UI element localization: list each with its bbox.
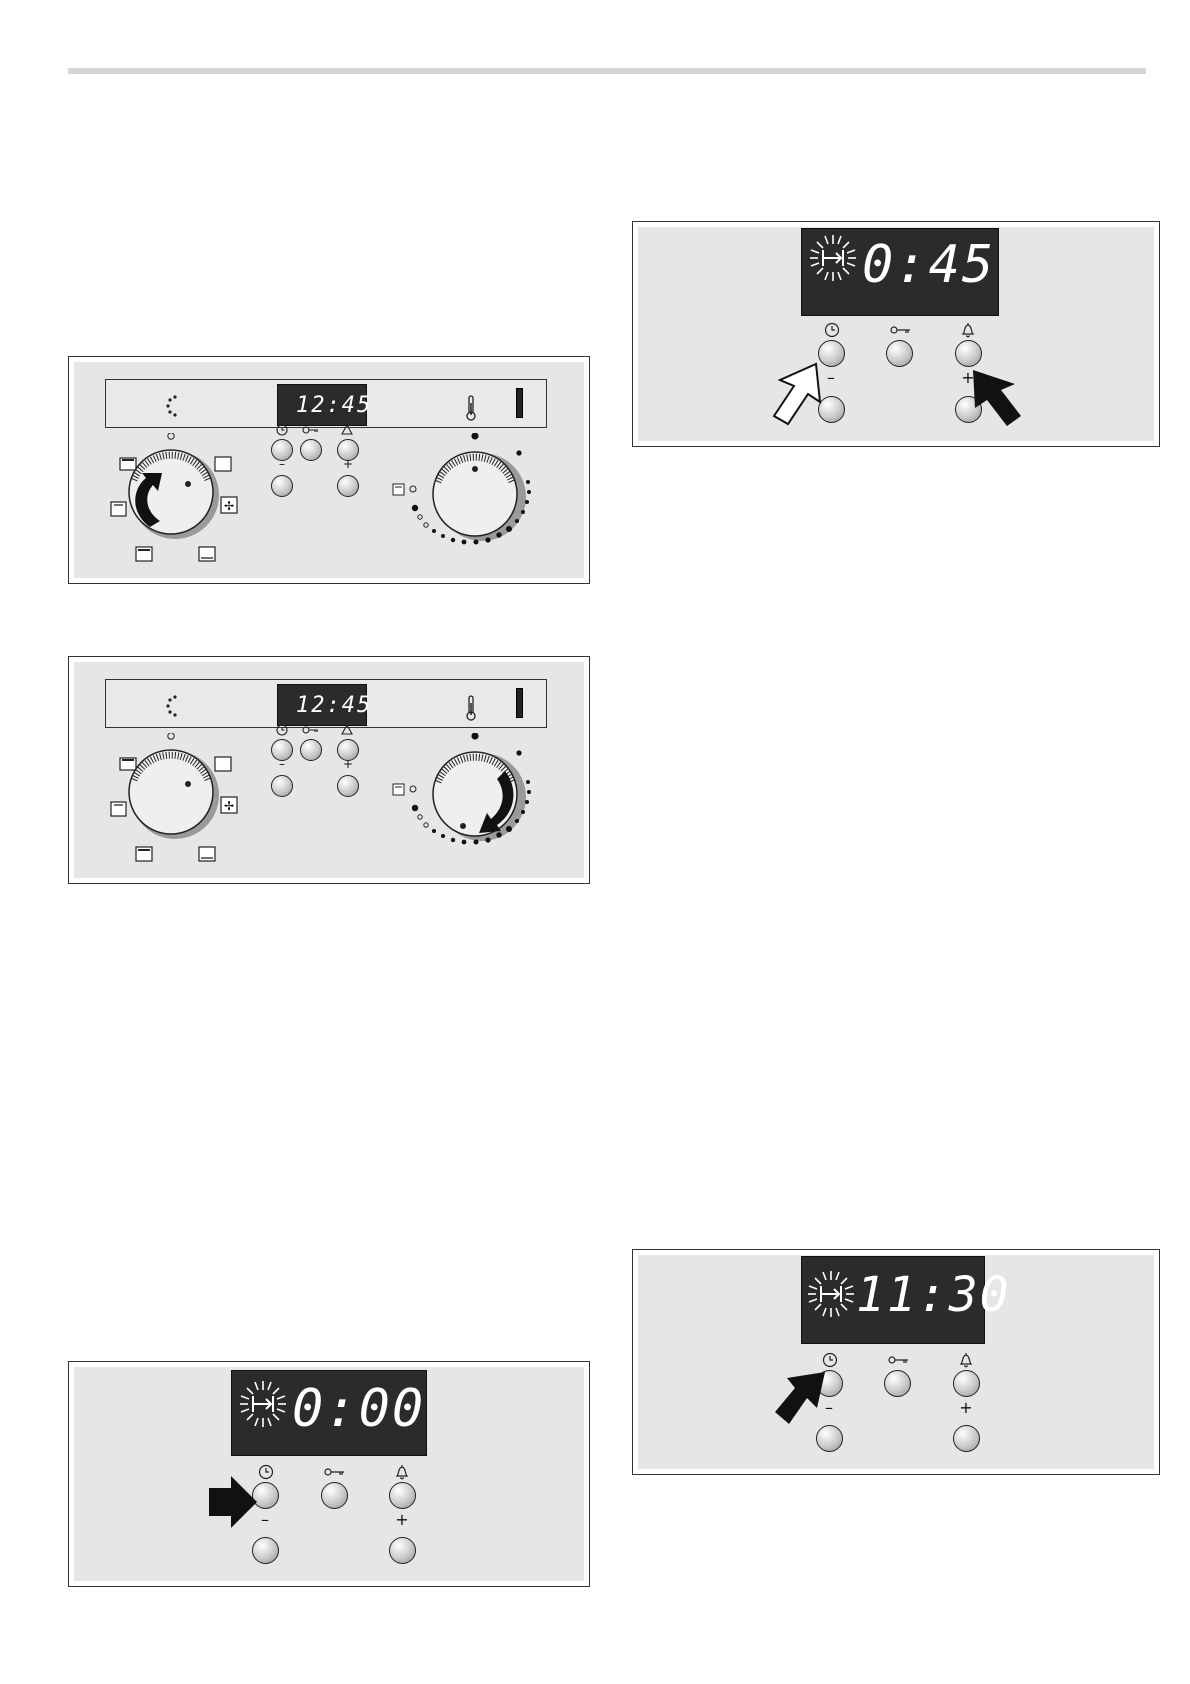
- time-display: 11:30: [856, 1267, 1011, 1323]
- key-icon: [323, 1467, 347, 1479]
- plus-button[interactable]: [953, 1425, 980, 1452]
- heat-indicator: [516, 388, 523, 418]
- svg-text:✢: ✢: [224, 799, 234, 813]
- function-selector-knob[interactable]: ✢: [104, 433, 254, 573]
- time-display: 12:45: [296, 693, 372, 718]
- bell-icon: [959, 322, 977, 341]
- thermometer-icon: [465, 695, 477, 721]
- thermometer-icon: [465, 395, 477, 421]
- control-panel-3: 0:00 – +: [68, 1361, 590, 1587]
- childlock-button[interactable]: [321, 1482, 348, 1509]
- key-icon: [887, 1355, 911, 1367]
- childlock-button[interactable]: [300, 739, 322, 761]
- heat-indicator: [516, 688, 523, 718]
- header-rule: [68, 68, 1146, 74]
- key-icon: [301, 425, 321, 437]
- childlock-button[interactable]: [300, 439, 322, 461]
- plus-label: +: [339, 758, 357, 770]
- plus-button[interactable]: [389, 1537, 416, 1564]
- plus-button[interactable]: [337, 775, 359, 797]
- plus-button[interactable]: [337, 475, 359, 497]
- control-panel-1: 12:45 ✢ – +: [68, 356, 590, 584]
- minus-button[interactable]: [271, 475, 293, 497]
- cooking-time-icon: [804, 1267, 858, 1321]
- control-panel-4: 0:45 – +: [632, 221, 1160, 447]
- cooking-time-icon: [236, 1377, 290, 1431]
- display-screen: 12:45: [277, 684, 367, 726]
- alarm-button[interactable]: [389, 1482, 416, 1509]
- minus-button[interactable]: [271, 775, 293, 797]
- operating-indicator-icon: [165, 395, 185, 417]
- svg-text:✢: ✢: [224, 499, 234, 513]
- bell-icon: [393, 1464, 411, 1483]
- control-panel-5: 11:30 – +: [632, 1249, 1160, 1475]
- minus-button[interactable]: [816, 1425, 843, 1452]
- minus-button[interactable]: [252, 1537, 279, 1564]
- time-display: 12:45: [296, 393, 372, 418]
- cooking-time-icon: [806, 231, 860, 285]
- arrow-icon: [768, 362, 828, 428]
- display-screen: 0:45: [801, 228, 999, 316]
- display-screen: 0:00: [231, 1370, 427, 1456]
- arrow-icon: [207, 1474, 259, 1532]
- key-icon: [889, 325, 913, 337]
- childlock-button[interactable]: [886, 340, 913, 367]
- control-panel-2: 12:45 ✢ – +: [68, 656, 590, 884]
- childlock-button[interactable]: [884, 1370, 911, 1397]
- plus-label: +: [393, 1512, 411, 1528]
- clock-icon: [823, 322, 841, 341]
- plus-label: +: [957, 1400, 975, 1416]
- triangle-icon: [339, 424, 355, 437]
- operating-indicator-icon: [165, 695, 185, 717]
- clock-icon: [273, 724, 291, 738]
- display-screen: 11:30: [801, 1256, 985, 1344]
- function-selector-knob[interactable]: ✢: [104, 733, 254, 873]
- display-screen: 12:45: [277, 384, 367, 426]
- bell-icon: [957, 1352, 975, 1371]
- minus-label: –: [273, 458, 291, 470]
- alarm-button[interactable]: [953, 1370, 980, 1397]
- plus-label: +: [339, 458, 357, 470]
- temperature-selector-knob[interactable]: [387, 733, 547, 873]
- arrow-icon: [771, 1362, 831, 1428]
- time-display: 0:45: [862, 235, 995, 295]
- clock-icon: [257, 1464, 275, 1483]
- temperature-selector-knob[interactable]: [387, 433, 547, 573]
- time-display: 0:00: [292, 1379, 425, 1439]
- clock-icon: [273, 424, 291, 438]
- arrow-icon: [967, 362, 1027, 428]
- key-icon: [301, 725, 321, 737]
- minus-label: –: [273, 758, 291, 770]
- triangle-icon: [339, 724, 355, 737]
